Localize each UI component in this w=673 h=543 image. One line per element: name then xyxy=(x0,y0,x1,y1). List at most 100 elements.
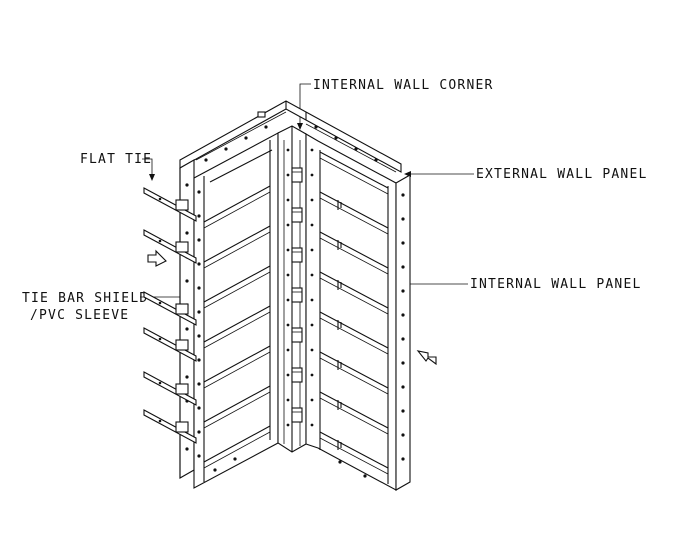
panel-hole xyxy=(401,241,405,245)
panel-hole xyxy=(310,248,314,252)
corner-clip xyxy=(291,327,303,343)
panel-hole xyxy=(185,279,189,283)
panel-hole xyxy=(185,183,189,187)
wedge-pin xyxy=(337,400,342,410)
panel-hole xyxy=(310,298,314,302)
tie-bar-shield xyxy=(175,421,189,433)
flat-tie-hole xyxy=(158,381,162,385)
panel-hole xyxy=(286,248,290,252)
panel-hole xyxy=(185,231,189,235)
right-panel-rib xyxy=(319,311,389,349)
right-panel-rib xyxy=(319,191,389,229)
tie-bar-shield xyxy=(175,383,189,395)
labels: INTERNAL WALL CORNER FLAT TIE EXTERNAL W… xyxy=(22,78,646,323)
panel-hole xyxy=(401,385,405,389)
wedge-pin xyxy=(337,320,342,330)
panel-hole xyxy=(286,348,290,352)
right-panel-rib xyxy=(319,271,389,309)
wedge-pin xyxy=(337,440,342,450)
flat-tie-hole xyxy=(158,419,162,423)
panel-hole xyxy=(310,398,314,402)
corner-clip xyxy=(291,207,303,223)
panel-hole xyxy=(310,373,314,377)
panel-hole xyxy=(401,265,405,269)
leader-arrowhead-corner xyxy=(297,123,303,130)
arrow-icon xyxy=(147,249,437,366)
right-panel-rib xyxy=(319,317,389,355)
right-internal-panel xyxy=(305,133,397,491)
panel-hole xyxy=(286,173,290,177)
right-panel-rib xyxy=(319,277,389,315)
panel-hole xyxy=(363,474,367,478)
panel-hole xyxy=(213,468,217,472)
right-panel-rib xyxy=(319,437,389,475)
panel-hole xyxy=(354,147,358,151)
panel-hole xyxy=(401,193,405,197)
arrow-icon-right xyxy=(416,350,437,366)
panel-hole xyxy=(310,273,314,277)
panel-hole xyxy=(197,358,201,362)
left-panel-rib xyxy=(203,231,271,269)
panel-hole xyxy=(264,125,268,129)
corner-clip xyxy=(291,167,303,183)
label-flat-tie: FLAT TIE xyxy=(80,152,152,167)
right-panel-rib xyxy=(319,357,389,395)
right-panel-rib xyxy=(319,351,389,389)
panel-hole xyxy=(314,125,318,129)
panel-hole xyxy=(338,460,342,464)
right-panel-rib xyxy=(319,151,389,189)
corner-clip xyxy=(291,287,303,303)
panel-hole xyxy=(197,310,201,314)
left-panel-rib xyxy=(203,191,271,229)
panel-hole xyxy=(286,298,290,302)
panel-hole xyxy=(401,313,405,317)
panel-hole xyxy=(233,457,237,461)
flat-tie-hole xyxy=(158,239,162,243)
panel-hole xyxy=(286,323,290,327)
panel-hole xyxy=(197,286,201,290)
tie-bar-shield xyxy=(175,303,189,315)
right-panel-rib xyxy=(319,397,389,435)
panel-hole xyxy=(204,158,208,162)
wedge-pin xyxy=(337,360,342,370)
label-internal-wall-panel: INTERNAL WALL PANEL xyxy=(470,277,642,292)
left-panel-rib xyxy=(203,185,271,223)
left-panel-rib xyxy=(203,265,271,303)
label-pvc-sleeve: /PVC SLEEVE xyxy=(30,308,129,323)
panel-hole xyxy=(185,447,189,451)
corner-clip xyxy=(291,407,303,423)
tie-bar-shield xyxy=(175,241,189,253)
panel-hole xyxy=(197,214,201,218)
panel-hole xyxy=(197,454,201,458)
panel-hole xyxy=(310,223,314,227)
panel-hole xyxy=(185,327,189,331)
right-panel-rib xyxy=(319,197,389,235)
panel-hole xyxy=(197,430,201,434)
panel-hole xyxy=(310,198,314,202)
tie-bar-shield xyxy=(175,339,189,351)
panel-hole xyxy=(310,423,314,427)
panel-hole xyxy=(286,398,290,402)
panel-hole xyxy=(310,323,314,327)
panel-hole xyxy=(197,262,201,266)
panel-hole xyxy=(224,147,228,151)
panel-hole xyxy=(286,373,290,377)
panel-hole xyxy=(401,409,405,413)
panel-hole xyxy=(374,158,378,162)
panel-hole xyxy=(244,136,248,140)
panel-hole xyxy=(197,382,201,386)
left-panel-rib xyxy=(203,345,271,383)
left-panel-rib xyxy=(203,305,271,343)
right-panel-rib xyxy=(319,157,389,195)
top-bracket xyxy=(257,111,266,118)
panel-hole xyxy=(197,406,201,410)
panel-hole xyxy=(310,148,314,152)
label-tie-bar-shield: TIE BAR SHIELD xyxy=(22,291,148,306)
label-internal-wall-corner: INTERNAL WALL CORNER xyxy=(313,78,494,93)
panel-hole xyxy=(286,273,290,277)
corner-clip xyxy=(291,367,303,383)
right-external-panel xyxy=(395,174,411,491)
right-panel-rib xyxy=(319,391,389,429)
left-panel-rib xyxy=(203,431,271,469)
